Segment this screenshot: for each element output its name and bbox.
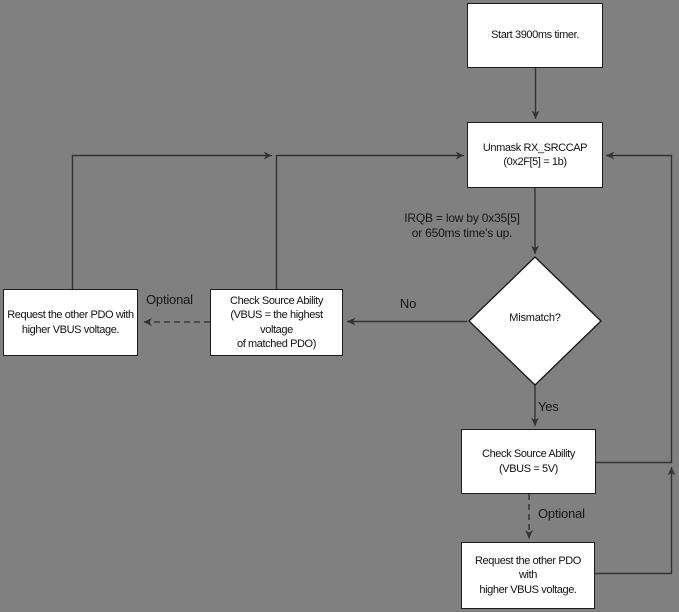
mismatch-diamond-shape bbox=[467, 256, 603, 386]
node-request-other-pdo-left: Request the other PDO with higher VBUS v… bbox=[3, 289, 138, 356]
connector-check-5v-to-unmask bbox=[596, 151, 673, 464]
edge-label-irqb-condition: IRQB = low by 0x35[5] or 650ms time's up… bbox=[404, 211, 520, 240]
node-unmask-rx-srccap: Unmask RX_SRCCAP (0x2F[5] = 1b) bbox=[467, 122, 603, 188]
decision-mismatch-label: Mismatch? bbox=[509, 312, 561, 324]
node-request-other-pdo-bottom: Request the other PDO with higher VBUS v… bbox=[461, 542, 595, 609]
connector-check-highest-to-unmask bbox=[275, 151, 464, 289]
edge-label-yes: Yes bbox=[538, 399, 559, 414]
edge-label-no: No bbox=[399, 296, 417, 311]
node-check-source-5v: Check Source Ability (VBUS = 5V) bbox=[461, 429, 596, 494]
node-start-timer: Start 3900ms timer. bbox=[467, 3, 603, 68]
node-check-source-highest: Check Source Ability (VBUS = the highest… bbox=[210, 289, 343, 356]
connector-request-left-to-junction bbox=[71, 151, 272, 289]
edge-label-optional-left: Optional bbox=[146, 292, 193, 307]
connector-request-bottom-to-junction bbox=[595, 467, 676, 575]
edge-label-optional-bottom: Optional bbox=[538, 506, 585, 521]
